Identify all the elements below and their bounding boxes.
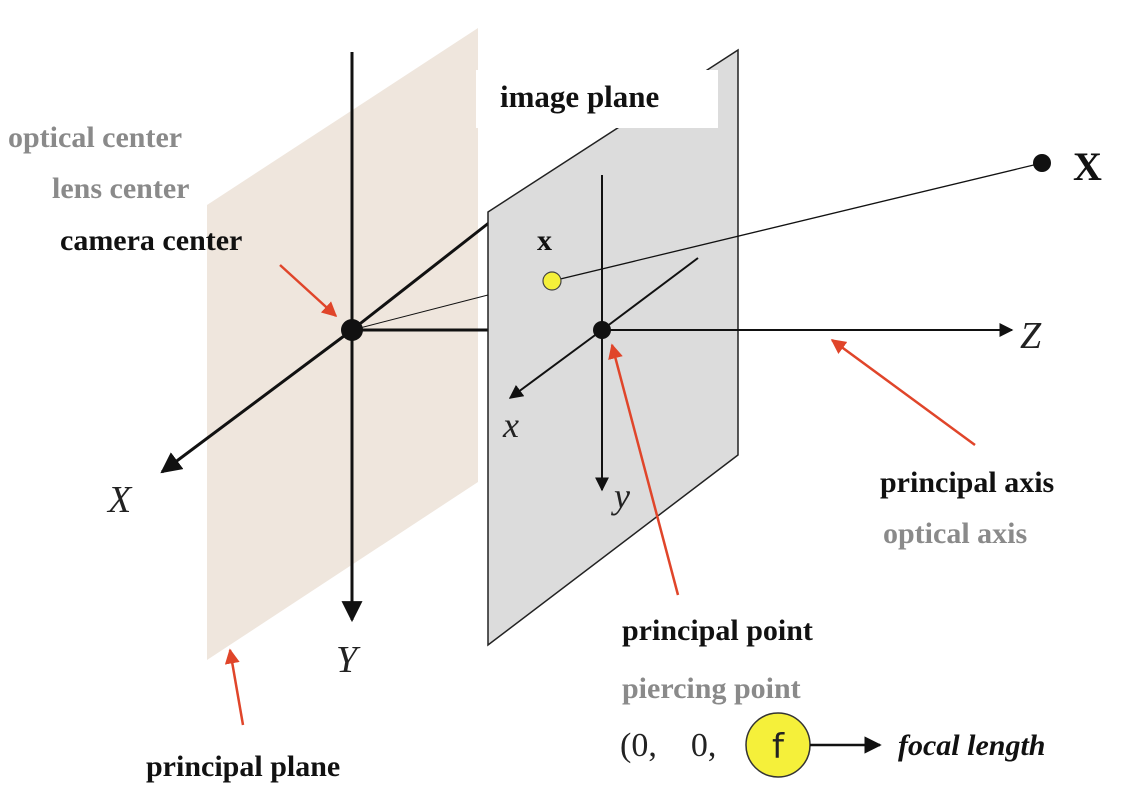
image-plane-title-backdrop [476,70,718,128]
principal-point-coordinates: (0, 0, [620,727,716,764]
image-point-x-dot [542,271,562,291]
optical-axis-label: optical axis [883,517,1027,550]
axis-y-label: y [611,476,630,516]
pointer-principal-plane [224,648,245,726]
optical-center-label: optical center [8,121,182,154]
projection-ray [551,162,1043,282]
image-axis-x [508,329,603,399]
focal-length-label: focal length [898,729,1046,762]
principal-axis-label: principal axis [880,466,1054,499]
axis-x-label: x [502,405,519,445]
world-point-X-dot [1033,154,1051,172]
piercing-point-label: piercing point [622,672,801,705]
axis-Y-label: Y [336,639,361,681]
camera-ray [351,294,489,331]
axis-Z-label: Z [1020,315,1042,357]
image-point-x-label: x [537,224,552,257]
image-plane-diagonal-upper [601,257,699,331]
lens-center-label: lens center [52,172,189,205]
image-plane-label: image plane [500,79,659,114]
camera-center-point [341,319,363,341]
principal-plane-diagonal-upper [351,220,491,332]
world-axis-X [160,328,353,474]
principal-point-dot [593,321,611,339]
axis-X-label: X [106,479,133,521]
pointer-principal-point [608,343,680,596]
pointer-camera-center [279,264,338,318]
camera-center-label: camera center [60,224,242,257]
principal-plane-shape [207,28,478,660]
world-point-X-label: X [1073,144,1102,189]
pointer-principal-axis [830,338,976,447]
principal-point-label: principal point [622,614,813,647]
principal-plane-label: principal plane [146,750,340,783]
focal-length-symbol: f [772,727,785,767]
